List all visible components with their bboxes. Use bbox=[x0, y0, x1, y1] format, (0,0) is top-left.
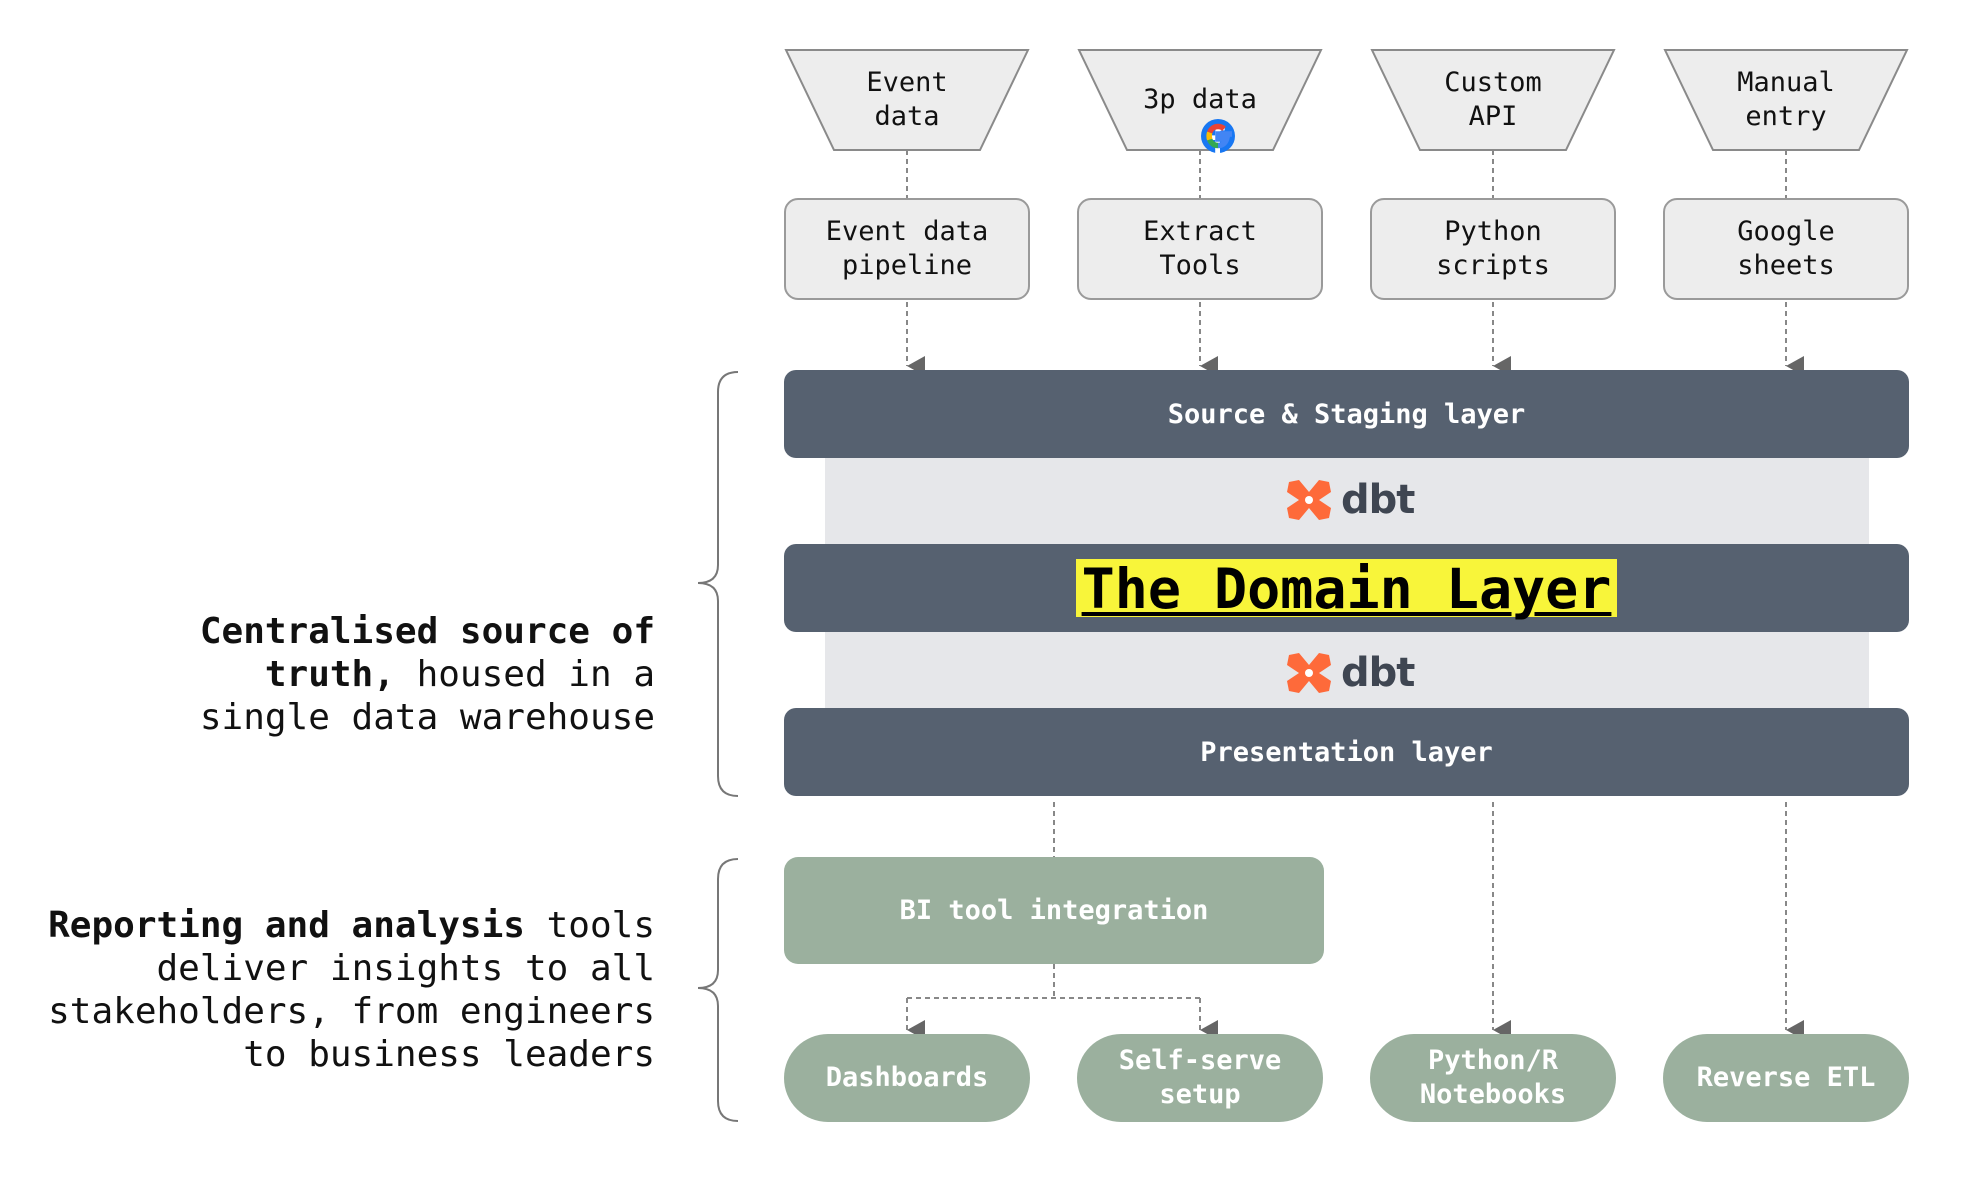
bi-tool-label: BI tool integration bbox=[899, 895, 1209, 926]
presentation-layer: Presentation layer bbox=[784, 708, 1909, 796]
output-reverse-etl: Reverse ETL bbox=[1663, 1034, 1909, 1122]
source-label: Custom API bbox=[1444, 67, 1542, 132]
dbt-wordmark: dbt bbox=[1341, 477, 1415, 523]
reporting-annotation: Reporting and analysis tools deliver ins… bbox=[30, 904, 655, 1076]
warehouse-annotation-bold: Centralised source of truth, bbox=[199, 611, 655, 695]
google-icon bbox=[1206, 123, 1232, 148]
source-event-data: Event data bbox=[784, 48, 1030, 152]
ingest-python-scripts: Python scripts bbox=[1370, 198, 1616, 300]
output-dashboards: Dashboards bbox=[784, 1034, 1030, 1122]
reporting-brace bbox=[697, 858, 739, 1122]
warehouse-annotation: Centralised source of truth, housed in a… bbox=[160, 610, 655, 739]
dbt-logo-lower: dbt bbox=[1285, 649, 1415, 697]
output-self-serve: Self-serve setup bbox=[1077, 1034, 1323, 1122]
source-label: 3p data bbox=[1143, 83, 1257, 115]
warehouse-brace bbox=[697, 371, 739, 797]
source-custom-api: Custom API bbox=[1370, 48, 1616, 152]
source-label: Event data bbox=[866, 67, 948, 132]
dbt-logo-upper: dbt bbox=[1285, 476, 1415, 524]
ingest-extract-tools: Extract Tools bbox=[1077, 198, 1323, 300]
source-staging-layer: Source & Staging layer bbox=[784, 370, 1909, 458]
domain-layer-title: The Domain Layer bbox=[1075, 559, 1618, 617]
presentation-label: Presentation layer bbox=[1200, 736, 1493, 768]
dbt-icon bbox=[1287, 480, 1331, 520]
ingest-google-sheets: Google sheets bbox=[1663, 198, 1909, 300]
reporting-annotation-bold: Reporting and analysis bbox=[48, 905, 525, 946]
domain-layer: The Domain Layer bbox=[784, 544, 1909, 632]
source-3p-data: 3p data bbox=[1077, 48, 1323, 153]
ingest-event-pipeline: Event data pipeline bbox=[784, 198, 1030, 300]
source-staging-label: Source & Staging layer bbox=[1167, 398, 1526, 430]
bi-tool-integration: BI tool integration bbox=[784, 857, 1324, 964]
reporting-annotation-text: tools deliver insights to all stakeholde… bbox=[48, 905, 655, 1075]
source-label: Manual entry bbox=[1737, 67, 1835, 132]
output-notebooks: Python/R Notebooks bbox=[1370, 1034, 1616, 1122]
warehouse-annotation-text: housed in a single data warehouse bbox=[199, 654, 655, 738]
dbt-icon bbox=[1287, 653, 1331, 693]
source-manual-entry: Manual entry bbox=[1663, 48, 1909, 152]
dbt-wordmark: dbt bbox=[1341, 650, 1415, 696]
